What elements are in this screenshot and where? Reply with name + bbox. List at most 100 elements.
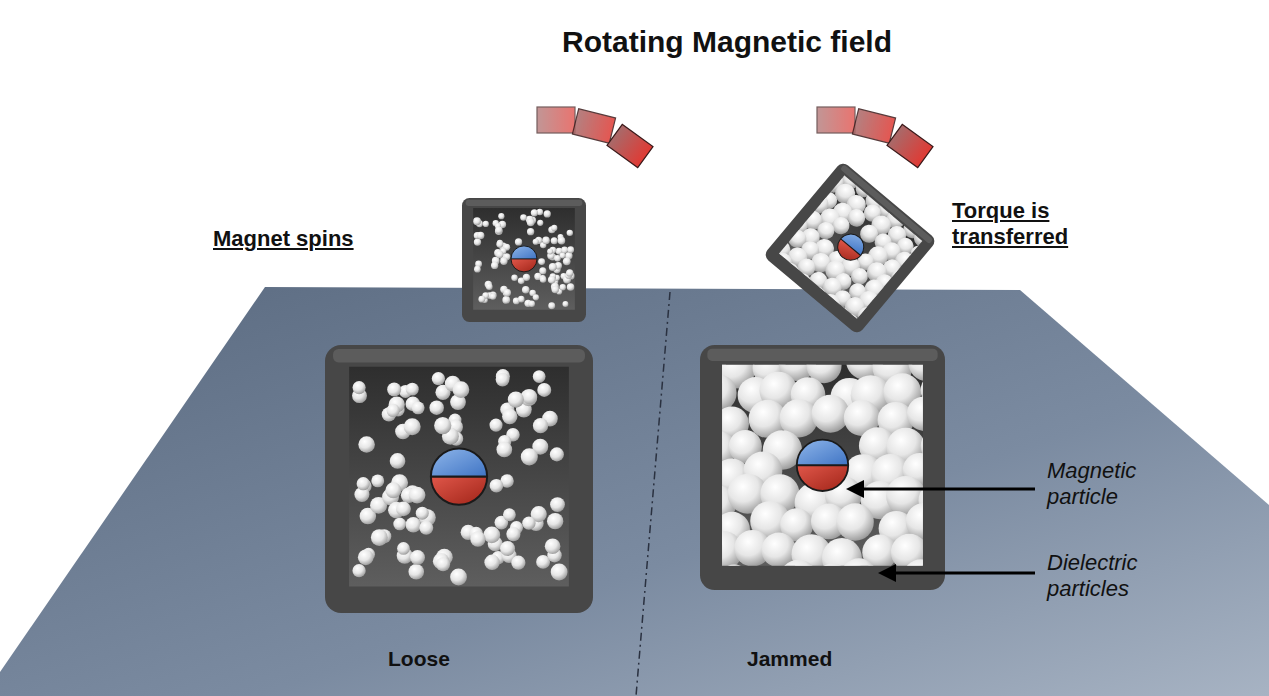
dielectric-particle [484, 555, 500, 571]
dielectric-particle [508, 391, 524, 407]
dielectric-particle [490, 293, 497, 300]
cube-opening [349, 367, 569, 587]
dielectric-particle [562, 301, 568, 307]
outline [832, 229, 869, 266]
leader-arrow [846, 480, 1035, 498]
magnetic-particle [511, 246, 537, 272]
dielectric-particle [550, 497, 565, 512]
dielectric-particle [887, 265, 914, 292]
dielectric-particle [353, 381, 366, 394]
dielectric-particle [779, 259, 803, 287]
divider [636, 292, 670, 696]
dielectric-particle [533, 418, 548, 433]
dielectric-particle [496, 442, 512, 458]
dielectric-particle [537, 383, 551, 397]
dielectric-particle [434, 417, 451, 434]
dielectric-particle [841, 558, 877, 565]
dielectric-particle [450, 569, 467, 586]
magnet-icon [852, 109, 895, 143]
cube-body [325, 345, 593, 613]
south-half [832, 239, 860, 266]
dielectric-particle [537, 220, 543, 226]
magnet-icons [537, 107, 933, 168]
dielectric-particle [358, 549, 374, 565]
equator [841, 239, 861, 256]
dielectric-particle [429, 400, 444, 415]
dielectric-particle [548, 276, 556, 284]
case-label: Jammed [747, 646, 832, 671]
title: Rotating Magnetic field [0, 24, 1269, 60]
dielectric-particle [551, 237, 558, 244]
dielectric-particle [533, 239, 539, 245]
dielectric-particle [551, 225, 557, 231]
magnet-block [817, 107, 855, 133]
state-label: Magnet spins [213, 226, 354, 252]
magnetic-particle [832, 229, 869, 266]
dielectric-particle [371, 474, 384, 487]
dielectric-particle [551, 564, 568, 581]
south-half [797, 465, 848, 491]
dielectric-particle [539, 267, 546, 274]
dielectric-particle [834, 310, 863, 319]
dielectric-particle [419, 521, 433, 535]
outline [431, 448, 487, 504]
dielectric-particle [872, 285, 899, 312]
floor [0, 287, 1269, 696]
dielectric-particle [483, 527, 500, 544]
south-half [431, 477, 487, 505]
dielectric-particles [722, 365, 923, 566]
dielectric-particle [393, 518, 406, 531]
cubes [325, 155, 962, 613]
dielectric-particle [811, 395, 849, 433]
dielectric-particle [473, 217, 481, 225]
leader-arrow [878, 564, 1035, 582]
equator [797, 464, 848, 466]
dielectric-particle [907, 396, 923, 431]
dielectric-particle [533, 370, 546, 383]
part-label: Magnetic particle [1047, 458, 1197, 511]
dielectric-particle [789, 269, 815, 295]
dielectric-particle [805, 283, 830, 308]
magnetic-particle [797, 440, 848, 491]
cube [462, 198, 586, 322]
magnet-block [572, 109, 615, 143]
dielectric-particle [567, 246, 574, 253]
dielectric-particle [498, 213, 504, 219]
dielectric-particle [496, 373, 510, 387]
dielectric-particle [406, 383, 419, 396]
dielectric-particle [549, 263, 557, 271]
dielectric-particle [390, 453, 406, 469]
dielectric-particle [567, 283, 575, 291]
cube-body [700, 345, 945, 590]
cube-opening [473, 208, 575, 310]
dielectric-particle [406, 517, 421, 532]
cube-body [763, 161, 938, 336]
dielectric-particle [560, 253, 566, 259]
equator [431, 475, 487, 477]
magnet-block [607, 124, 653, 167]
dielectric-particle [563, 257, 571, 265]
cube-top [333, 349, 585, 362]
dielectric-particles [473, 209, 574, 309]
dielectric-particle [500, 541, 515, 556]
north-half [797, 440, 848, 466]
dielectric-particle [722, 374, 737, 411]
dielectric-particle [527, 228, 534, 235]
dielectric-particle [779, 242, 781, 269]
dielectric-particle [502, 409, 517, 424]
magnet-block [537, 107, 575, 133]
dielectric-particle [409, 487, 426, 504]
dielectric-particle [503, 289, 511, 297]
dielectric-particle [496, 241, 503, 248]
cube-top [466, 200, 583, 206]
case-label: Loose [388, 646, 450, 671]
dielectric-particle [436, 557, 450, 571]
dielectric-particle [453, 381, 470, 398]
dielectric-particle [529, 301, 535, 307]
cube-top [707, 349, 937, 361]
dielectric-particle [779, 249, 796, 277]
dielectric-particle [816, 290, 844, 318]
dielectric-particle [408, 564, 424, 580]
magnetic-particle [431, 448, 487, 504]
dielectric-particle [506, 527, 520, 541]
